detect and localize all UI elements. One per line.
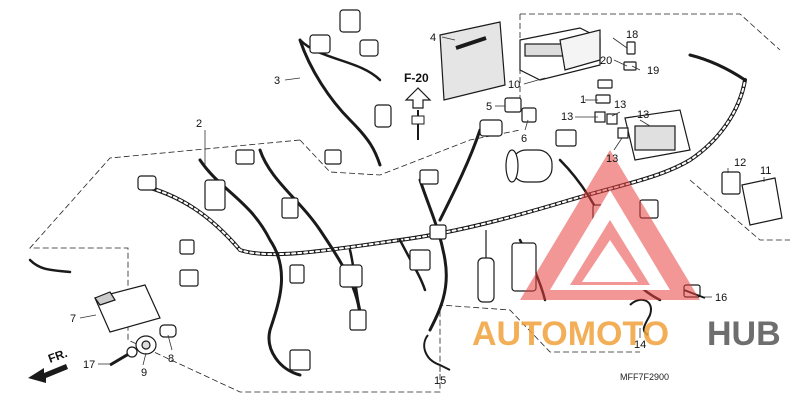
- canister: [477, 230, 495, 303]
- front-arrow-icon: FR.: [28, 346, 69, 383]
- callout-12: 12: [734, 157, 746, 169]
- callout-16: 16: [715, 292, 727, 304]
- callout-17: 17: [83, 359, 95, 371]
- callout-19: 19: [647, 65, 659, 77]
- leader-lines: [79, 36, 765, 372]
- connectors: [137, 9, 701, 371]
- diagram-code: MFF7F2900: [620, 372, 669, 382]
- callout-14: 14: [634, 339, 646, 351]
- callout-20: 20: [600, 55, 612, 67]
- reference-label: F-20: [404, 71, 429, 85]
- callout-1: 1: [580, 94, 586, 106]
- front-label: FR.: [46, 346, 69, 366]
- callout-13c: 13: [637, 109, 649, 121]
- callout-3: 3: [274, 75, 280, 87]
- callouts: 1 2 3 4 5 6 7 8 9 10 11 12 13 13 13 13 1…: [70, 29, 771, 387]
- flasher-unit: [94, 284, 161, 333]
- callout-13d: 13: [606, 153, 618, 165]
- callout-13b: 13: [561, 111, 573, 123]
- callout-8: 8: [168, 353, 174, 365]
- fuse-holder: [594, 109, 691, 161]
- callout-6: 6: [521, 133, 527, 145]
- callout-15: 15: [434, 375, 446, 387]
- callout-4: 4: [430, 32, 436, 44]
- watermark: AUTOMOTO HUB: [472, 150, 781, 353]
- callout-13a: 13: [614, 99, 626, 111]
- small-parts: [504, 41, 637, 123]
- watermark-word2: HUB: [707, 315, 781, 353]
- relay-parts: [721, 171, 783, 226]
- fuse-box: [519, 27, 601, 81]
- callout-2: 2: [196, 118, 202, 130]
- callout-18: 18: [626, 29, 638, 41]
- fuse-box-lid: [439, 21, 506, 101]
- callout-10: 10: [508, 79, 520, 91]
- callout-9: 9: [141, 367, 147, 379]
- callout-11: 11: [760, 165, 771, 177]
- mount-hardware: [109, 324, 177, 367]
- callout-5: 5: [486, 101, 492, 113]
- f20-reference: F-20: [404, 71, 432, 140]
- callout-7: 7: [70, 313, 76, 325]
- starter-relay: [505, 149, 553, 183]
- watermark-word1: AUTOMOTO: [472, 315, 669, 353]
